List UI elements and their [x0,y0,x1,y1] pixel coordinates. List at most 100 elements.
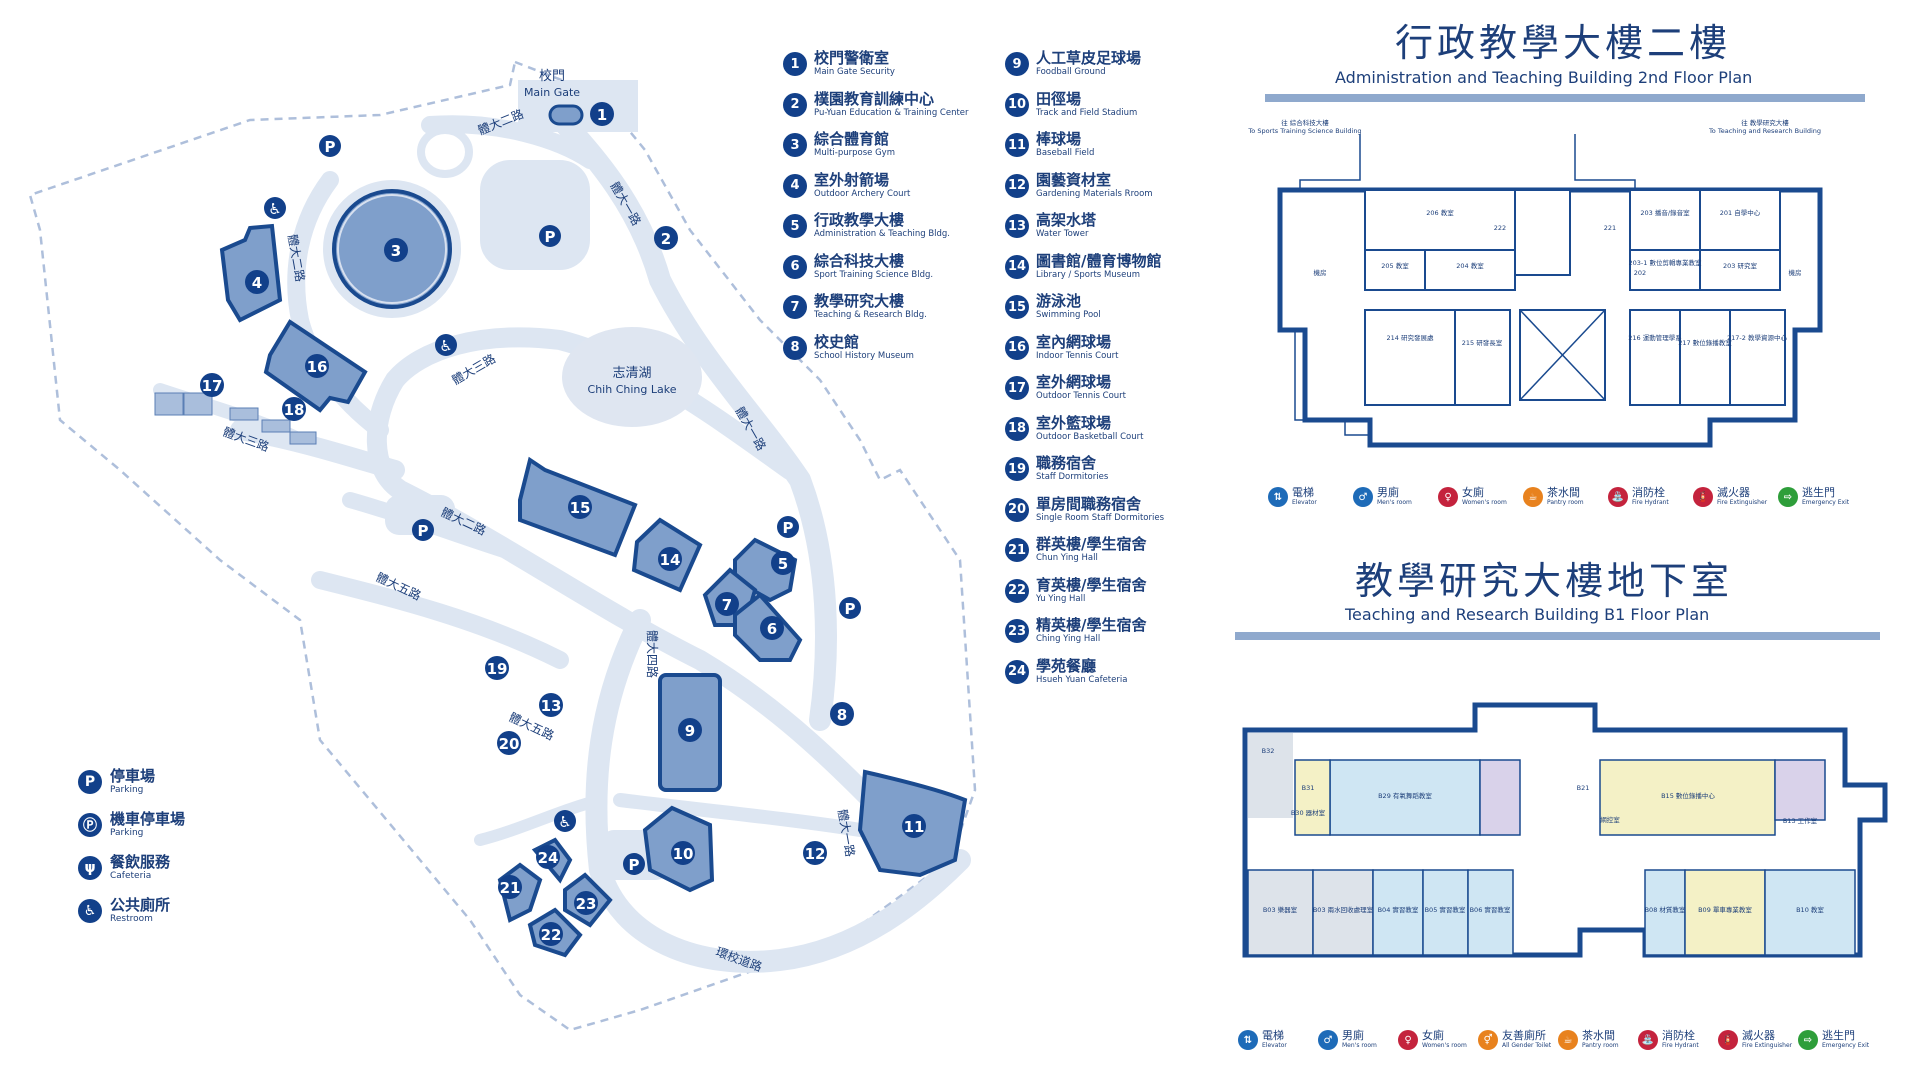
place-number: 22 [1005,578,1029,603]
place-number: 20 [1005,497,1029,522]
map-marker-circle [200,373,224,397]
fp-legend-zh: 逃生門 [1802,486,1835,499]
fp-legend-en: Women's room [1462,499,1507,506]
place-name-en: Gardening Materials Rroom [1036,188,1153,199]
map-marker-6[interactable]: 6 [760,616,784,640]
map-marker-7[interactable]: 7 [715,592,739,616]
room-201: 201 自學中心 [1720,208,1761,217]
map-marker-circle [771,551,795,575]
room-lift-right: 機房 [1789,268,1802,277]
restroom-icon: ♿ [264,197,286,219]
room-221: 221 [1604,224,1616,232]
map-marker-9[interactable]: 9 [678,718,702,742]
map-marker-20[interactable]: 20 [497,731,521,755]
map-marker-10[interactable]: 10 [671,841,695,865]
place-name-en: Library / Sports Museum [1036,269,1140,280]
map-marker-14[interactable]: 14 [658,547,682,571]
map-marker-21[interactable]: 21 [498,875,522,899]
place-number: 4 [783,173,807,198]
pantry-room-icon: ☕ [1558,1030,1578,1050]
fire-extinguisher-icon: 🧯 [1693,487,1713,507]
map-marker-number: 6 [767,620,777,638]
restroom-icon: ♿ [435,334,457,356]
fp-legend-zh: 女廁 [1422,1029,1444,1042]
parking-icon: P [839,597,861,619]
map-marker-24[interactable]: 24 [536,845,560,869]
map-marker-11[interactable]: 11 [902,814,926,838]
place-number: 24 [1005,659,1029,684]
place-name-zh: 室內網球場 [1036,332,1112,351]
map-marker-5[interactable]: 5 [771,551,795,575]
map-marker-2[interactable]: 2 [654,226,678,250]
map-marker-19[interactable]: 19 [485,656,509,680]
place-name-zh: 室外射箭場 [814,170,890,189]
map-marker-12[interactable]: 12 [803,841,827,865]
map-marker-15[interactable]: 15 [568,495,592,519]
parking-icon-glyph: P [783,519,794,537]
place-name-zh: 人工草皮足球場 [1036,49,1142,67]
room-b14: 網控室 [1600,815,1620,824]
place-name-en: Pu-Yuan Education & Training Center [814,107,969,118]
place-number: 6 [783,254,807,279]
map-marker-23[interactable]: 23 [574,891,598,915]
map-marker-1[interactable]: 1 [590,102,614,126]
parking-icon: P [623,853,645,875]
floorB1-title-zh: 教學研究大樓地下室 [1355,559,1734,603]
place-name-zh: 室外籃球場 [1036,413,1112,432]
place-name-zh: 單房間職務宿舍 [1036,494,1142,513]
parking-icon-circle [412,519,434,541]
gym-ring [337,194,447,304]
fp-legend-en: Pantry room [1582,1042,1619,1049]
fp-legend-zh: 消防栓 [1662,1029,1695,1042]
map-marker-3[interactable]: 3 [384,238,408,262]
parking-icon-glyph: P [545,228,556,246]
map-marker-22[interactable]: 22 [539,922,563,946]
place-number: 19 [1005,457,1029,481]
fp-legend-en: Elevator [1292,499,1317,506]
map-marker-8[interactable]: 8 [830,702,854,726]
map-marker-17[interactable]: 17 [200,373,224,397]
map-marker-16[interactable]: 16 [305,354,329,378]
fp-legend-zh: 茶水間 [1547,486,1580,499]
place-name-zh: 園藝資材室 [1036,170,1112,189]
map-marker-18[interactable]: 18 [282,397,306,421]
map-marker-number: 17 [202,377,223,395]
map-marker-number: 21 [500,879,521,897]
map-marker-13[interactable]: 13 [539,693,563,717]
map-marker-4[interactable]: 4 [245,270,269,294]
